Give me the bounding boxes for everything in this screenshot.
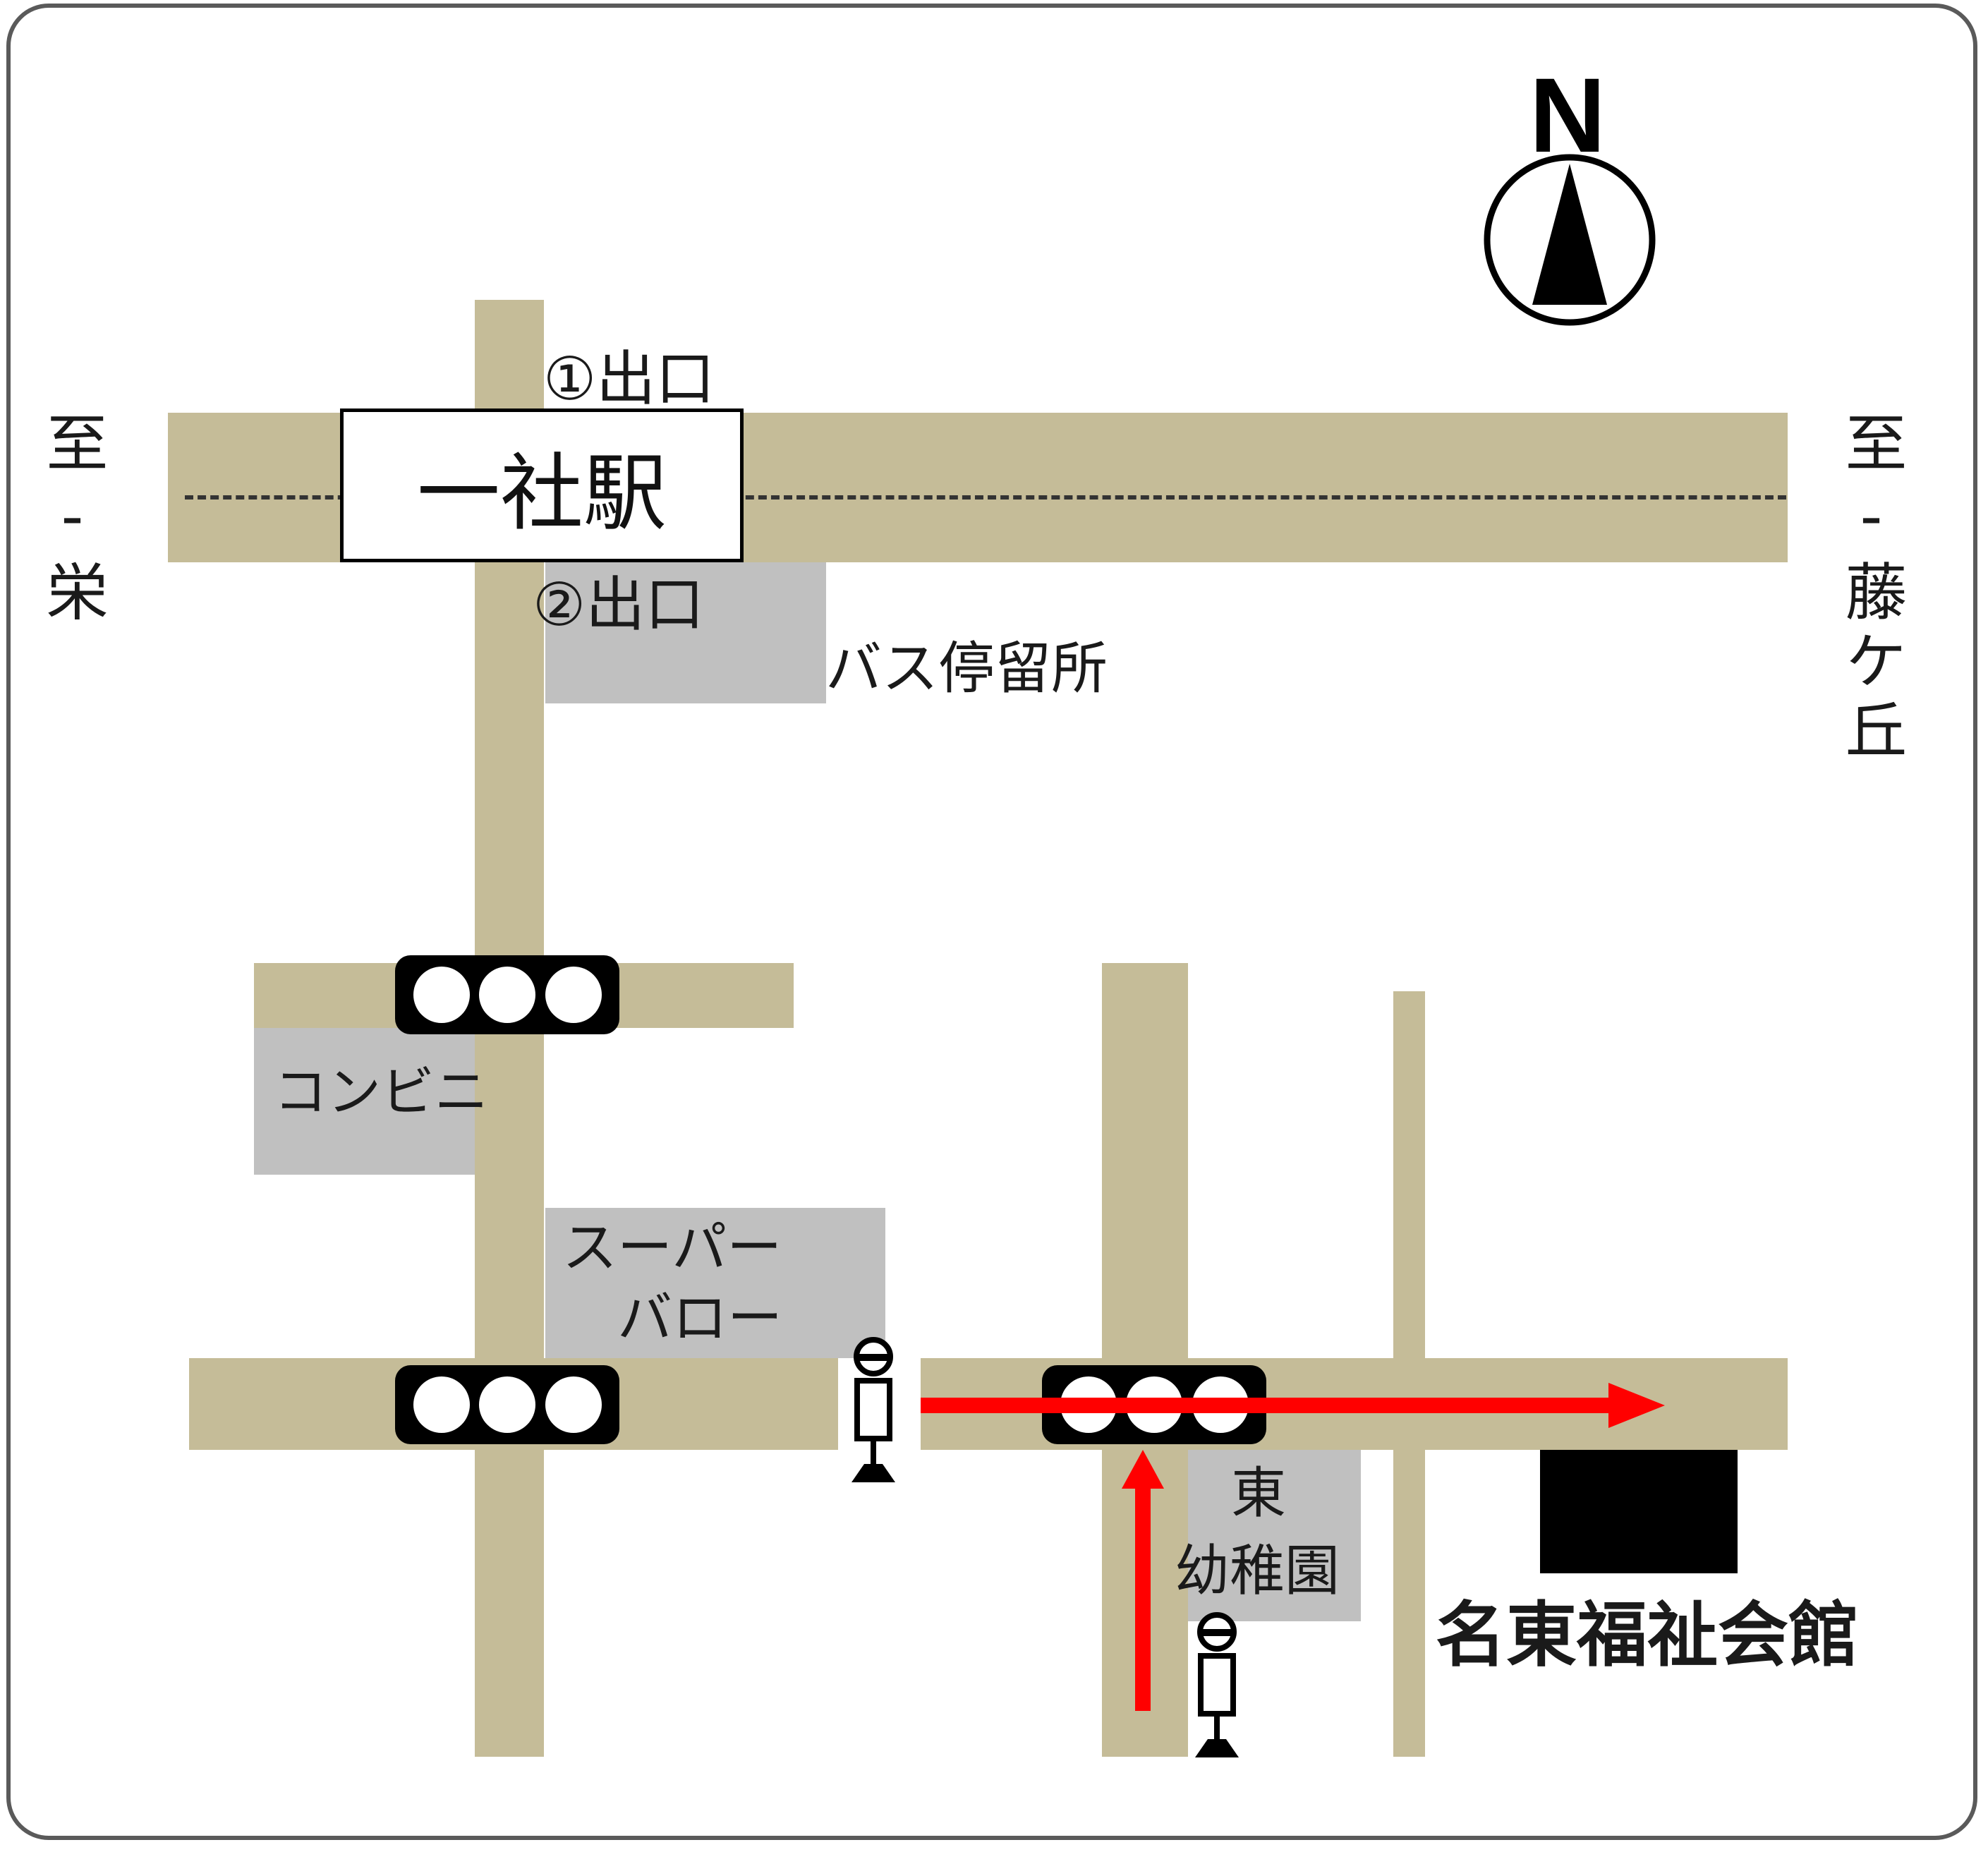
pedestrian-crossing-icon [1195, 1612, 1239, 1757]
station-box: 一社駅 [340, 408, 744, 562]
compass-letter: N [1529, 56, 1606, 174]
convenience-store-block [254, 1028, 475, 1175]
kindergarten-block [1188, 1450, 1361, 1621]
kindergarten-label-line1: 東 [1231, 1462, 1287, 1525]
north-south-road-east [1393, 991, 1425, 1757]
subway-line [185, 495, 1786, 500]
venue-label: 名東福祉会館 [1436, 1594, 1859, 1676]
convenience-store-label: コンビニ [274, 1060, 488, 1123]
route-arrow-east [921, 1383, 1665, 1428]
direction-east-label: 至‐藤ケ丘 [1835, 411, 1908, 767]
pedestrian-crossing-icon [851, 1337, 895, 1482]
supermarket-label-line2: バロー [617, 1287, 783, 1350]
supermarket-label-line1: スーパー [562, 1216, 782, 1280]
exit-1-label: ①出口 [543, 344, 715, 413]
traffic-signal-icon [395, 955, 619, 1034]
station-name: 一社駅 [416, 444, 667, 542]
kindergarten-label-line2: 幼稚園 [1175, 1539, 1340, 1603]
bus-stop-label: バス停留所 [825, 636, 1108, 701]
traffic-signal-icon [395, 1365, 619, 1444]
supermarket-block [545, 1208, 885, 1358]
north-arrow-icon [1484, 154, 1656, 326]
bus-stop-area [545, 562, 826, 703]
venue-building-marker [1540, 1450, 1738, 1573]
direction-west-label: 至‐栄 [36, 411, 109, 629]
exit-2-label: ②出口 [533, 570, 705, 639]
route-arrow-north [1122, 1450, 1164, 1711]
